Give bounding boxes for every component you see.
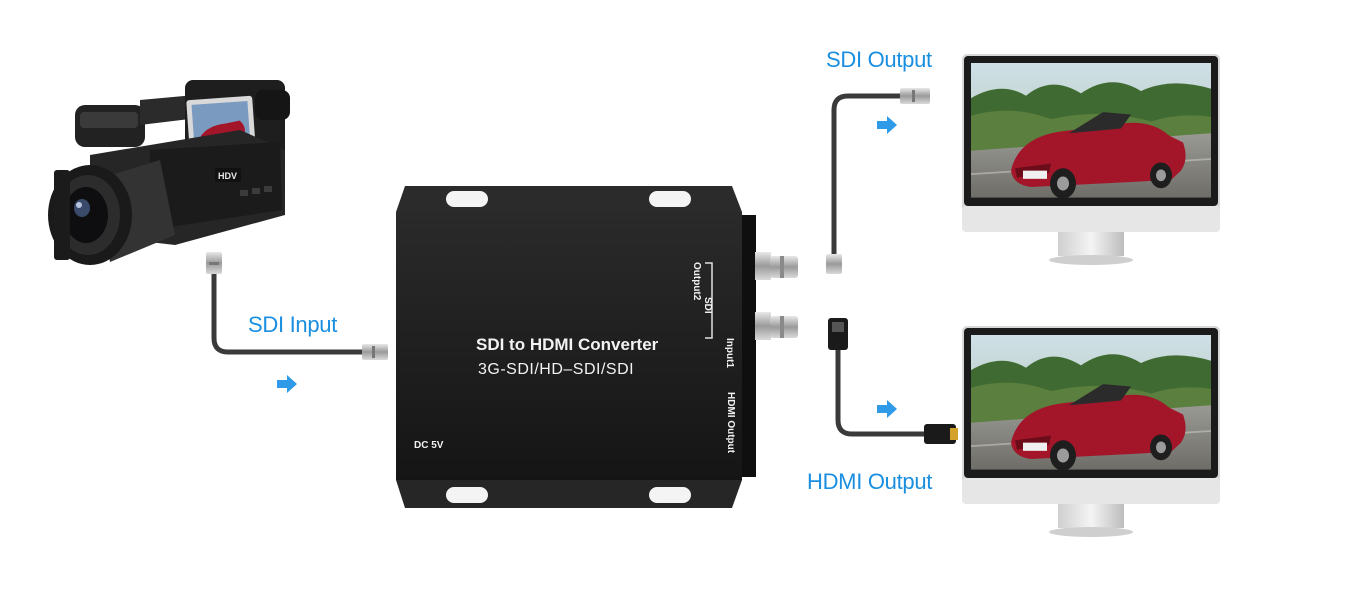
sdi-input-cable bbox=[206, 252, 388, 360]
hdmi-output-cable bbox=[828, 318, 958, 444]
sdi-output-cable bbox=[826, 88, 930, 274]
hdmi-port-label: HDMI Output bbox=[725, 392, 736, 454]
input1-label: Input1 bbox=[724, 338, 735, 368]
bnc-input1-connector bbox=[755, 312, 798, 340]
dc-label: DC 5V bbox=[414, 440, 444, 451]
sdi-output-label: SDI Output bbox=[826, 47, 932, 72]
monitor-icon bbox=[962, 326, 1220, 537]
monitor-icon bbox=[962, 54, 1220, 265]
arrow-right-icon bbox=[277, 375, 297, 393]
hdmi-output-label: HDMI Output bbox=[807, 469, 933, 494]
device-title: SDI to HDMI Converter bbox=[476, 335, 659, 354]
output2-label: Output2 bbox=[691, 262, 702, 301]
arrow-right-icon bbox=[877, 400, 897, 418]
bnc-output2-connector bbox=[755, 252, 798, 280]
sdi-port-label: SDI bbox=[702, 297, 713, 314]
converter-device bbox=[396, 186, 798, 508]
camera-badge: HDV bbox=[218, 171, 237, 181]
sdi-input-label: SDI Input bbox=[248, 312, 338, 337]
camcorder-icon: HDV bbox=[48, 80, 290, 265]
device-subtitle: 3G-SDI/HD–SDI/SDI bbox=[478, 361, 635, 378]
arrow-right-icon bbox=[877, 116, 897, 134]
